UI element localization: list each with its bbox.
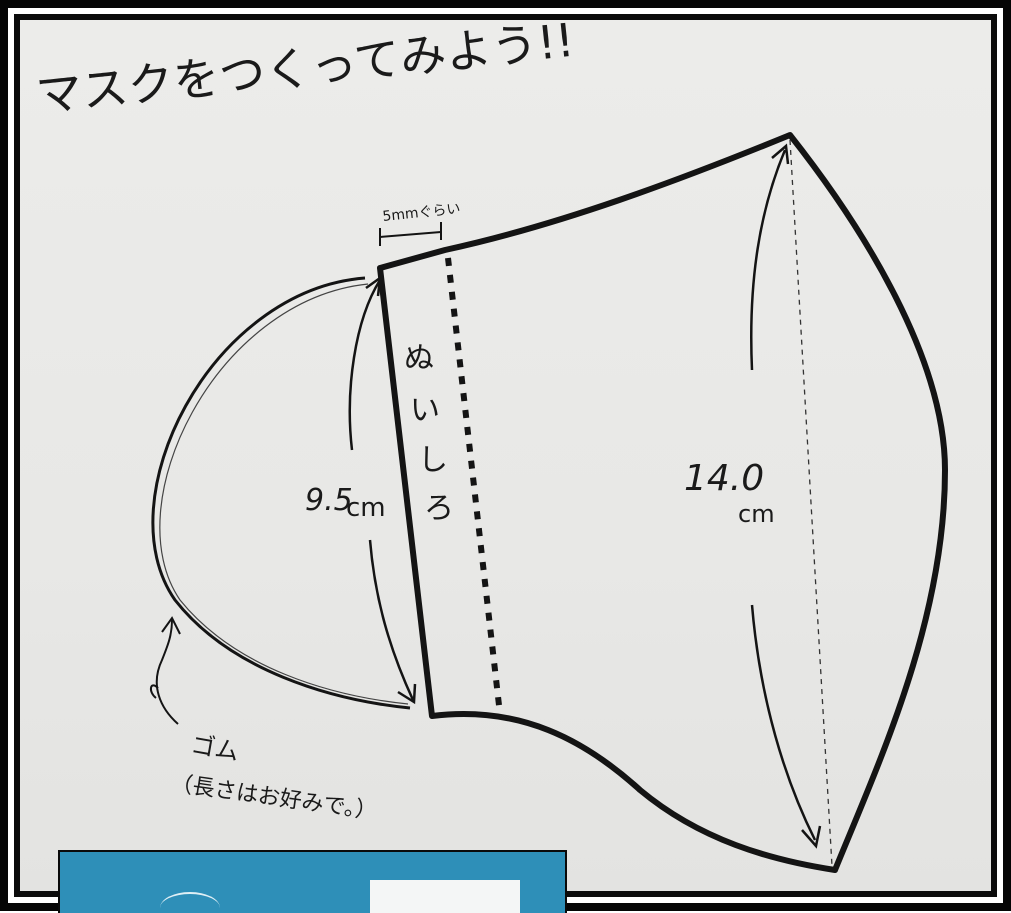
left-height-value: 9.5 bbox=[305, 483, 353, 518]
elastic-loop bbox=[151, 276, 411, 710]
height-dashed-line bbox=[789, 139, 833, 867]
elastic-pointer-arrowhead bbox=[161, 616, 181, 635]
photo-white-stroke bbox=[160, 892, 220, 913]
right-height-arrowhead-down bbox=[801, 825, 822, 849]
mask-pattern-drawing: マスクをつくってみよう!! 5mmぐらい ぬ い し ろ 9.5 cm 14.0… bbox=[34, 20, 948, 873]
right-height-arrowhead-up bbox=[771, 143, 790, 165]
seam-width-label: 5mmぐらい bbox=[382, 201, 461, 225]
title-text: マスクをつくってみよう!! bbox=[34, 20, 577, 123]
elastic-loop-shadow bbox=[159, 283, 409, 705]
seam-allowance-char-2: い bbox=[410, 393, 440, 428]
elastic-label: ゴム bbox=[189, 730, 241, 766]
paper-sheet: マスクをつくってみよう!! 5mmぐらい ぬ い し ろ 9.5 cm 14.0… bbox=[20, 20, 991, 891]
left-height-arrowhead-up bbox=[365, 275, 382, 297]
right-height-unit: cm bbox=[738, 500, 775, 528]
elastic-note: （長さはお好みで。） bbox=[169, 771, 379, 825]
elastic-pointer-loop bbox=[150, 684, 159, 699]
elastic-pointer-arrow bbox=[155, 619, 179, 725]
right-height-value: 14.0 bbox=[684, 458, 764, 499]
seam-dotted-line bbox=[445, 257, 503, 715]
seam-width-bracket bbox=[379, 231, 442, 238]
seam-allowance-char-4: ろ bbox=[424, 491, 454, 526]
photo-fabric-piece bbox=[370, 880, 520, 913]
mask-outline bbox=[377, 132, 948, 873]
left-height-arrow-up bbox=[348, 279, 382, 451]
seam-allowance-char-1: ぬ bbox=[404, 341, 434, 376]
photo-inset bbox=[58, 850, 567, 913]
right-height-arrow-up bbox=[749, 149, 787, 371]
left-height-arrowhead-down bbox=[397, 683, 417, 705]
right-height-arrow-down bbox=[750, 604, 817, 841]
left-height-arrow-down bbox=[368, 539, 415, 701]
seam-allowance-char-3: し bbox=[418, 443, 448, 478]
left-height-unit: cm bbox=[346, 493, 386, 523]
